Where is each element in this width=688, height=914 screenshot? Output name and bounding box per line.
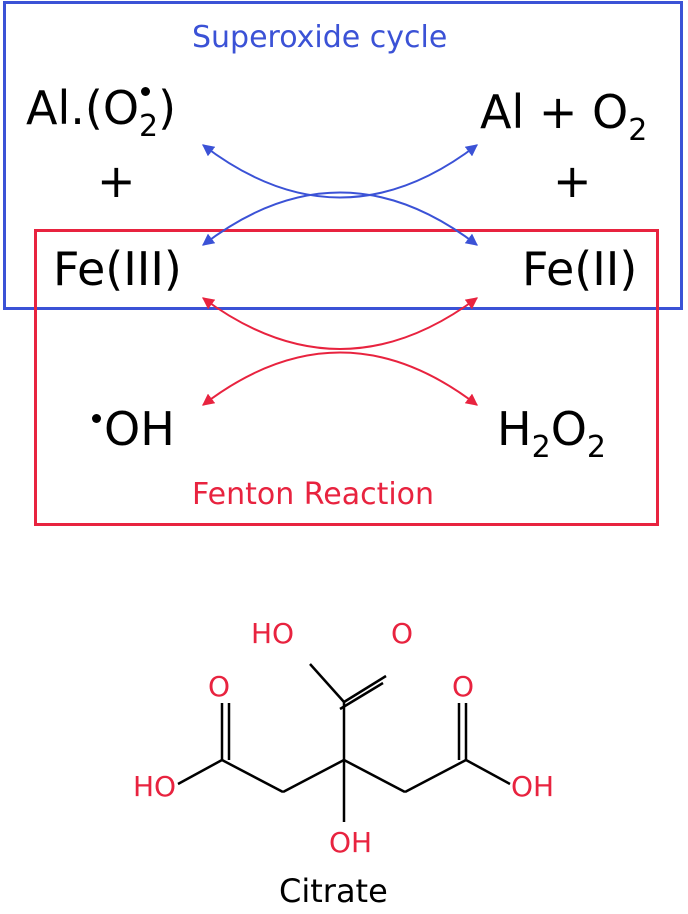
citrate-atom-oh-bottom: OH	[329, 826, 373, 859]
superoxide-cycle-title: Superoxide cycle	[192, 20, 448, 55]
citrate-atom-o-right: O	[452, 670, 475, 703]
aluminium-plus-oxygen: Al + O2	[480, 85, 648, 148]
iron-ii: Fe(II)	[522, 242, 638, 296]
aluminium-superoxide: Al.(O2)	[26, 81, 177, 144]
citrate-atom-oh-right: OH	[511, 770, 555, 803]
citrate-atom-ho-top: HO	[251, 617, 295, 650]
iron-iii: Fe(III)	[53, 242, 182, 296]
fenton-top-arrow	[202, 297, 478, 350]
fenton-bottom-arrow	[202, 351, 478, 406]
citrate-atom-o-top: O	[391, 617, 414, 650]
citrate-atom-ho-left: HO	[133, 770, 177, 803]
citrate-caption: Citrate	[279, 872, 388, 910]
plus-right: +	[553, 154, 592, 208]
superoxide-top-arrow	[202, 144, 478, 199]
plus-left: +	[97, 154, 136, 208]
hydroxyl-radical: OH	[92, 406, 175, 452]
superoxide-bottom-arrow	[202, 191, 478, 246]
hydrogen-peroxide: H2O2	[497, 402, 606, 465]
radical-dot-icon	[92, 414, 101, 423]
citrate-atom-o-left: O	[208, 670, 231, 703]
citrate-bonds	[177, 663, 511, 822]
fenton-reaction-box	[34, 229, 659, 526]
radical-dot-icon	[141, 87, 151, 96]
fenton-reaction-title: Fenton Reaction	[192, 477, 435, 512]
